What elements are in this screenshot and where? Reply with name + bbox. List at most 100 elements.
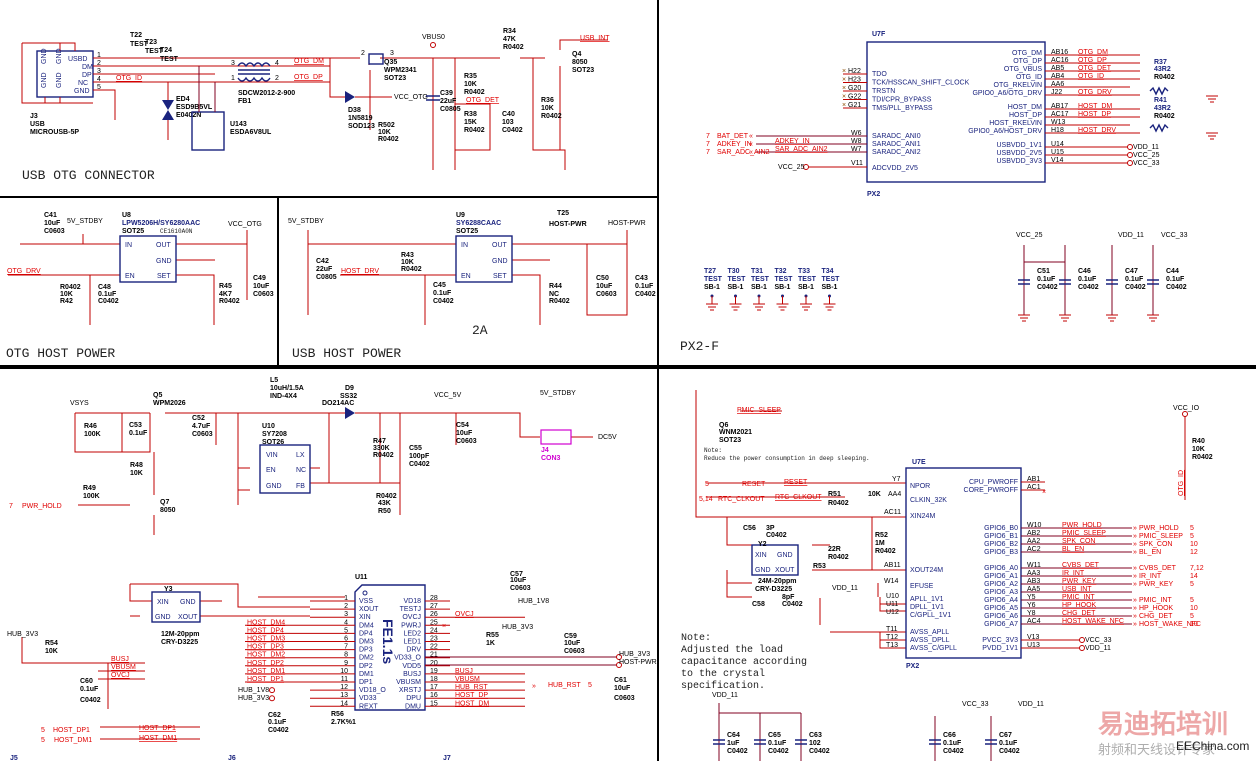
svg-text:specification.: specification. bbox=[681, 680, 765, 692]
svg-text:XOUT: XOUT bbox=[775, 567, 795, 574]
power-port-icon bbox=[269, 695, 275, 702]
cap-ref: C47 bbox=[1125, 268, 1138, 275]
u11-host-net: HOST_DP3 bbox=[247, 644, 284, 651]
gpio-net: PMIC_SLEEP bbox=[1062, 530, 1106, 537]
svg-text:1: 1 bbox=[97, 52, 101, 59]
svg-text:WNM2021: WNM2021 bbox=[719, 429, 752, 436]
svg-text:C40: C40 bbox=[502, 111, 515, 118]
svg-text:SDCW2012-2-900: SDCW2012-2-900 bbox=[238, 90, 295, 97]
svg-text:R0402: R0402 bbox=[60, 284, 81, 291]
svg-text:D38: D38 bbox=[348, 107, 361, 114]
svg-text:24M-20ppm: 24M-20ppm bbox=[758, 578, 797, 585]
j3-ref: J3 bbox=[30, 113, 38, 120]
ground-icon bbox=[823, 303, 836, 311]
power-port-icon bbox=[1127, 160, 1133, 166]
ground-icon bbox=[729, 303, 742, 311]
svg-text:U9: U9 bbox=[456, 212, 465, 219]
u11-pin-number: 4 bbox=[344, 619, 348, 626]
svg-text:GND: GND bbox=[180, 599, 196, 606]
usb-ball: AC17 bbox=[1051, 111, 1069, 118]
svg-text:R55: R55 bbox=[486, 632, 499, 639]
power-port-icon bbox=[616, 654, 622, 660]
svg-text:8050: 8050 bbox=[160, 507, 176, 514]
svg-text:RESET: RESET bbox=[784, 479, 808, 486]
testpoint-pkg: SB-1 bbox=[728, 284, 744, 291]
u11-pin-number: 28 bbox=[430, 595, 438, 602]
svg-text:22uF: 22uF bbox=[440, 98, 457, 105]
test-points-t22-t24: T22 TEST T23 TEST T24 TEST bbox=[130, 32, 179, 63]
pwr-5v-stdby: 5V_STDBY bbox=[67, 218, 103, 225]
u11-pin-number: 3 bbox=[344, 611, 348, 618]
svg-text:R0402: R0402 bbox=[875, 548, 896, 555]
capacitor-icon bbox=[929, 739, 941, 745]
svg-text:GND: GND bbox=[155, 614, 171, 621]
u11-pin-name: VSS bbox=[359, 598, 373, 605]
usb-pin-name: OTG_DP bbox=[1013, 58, 1042, 65]
svg-text:5: 5 bbox=[41, 727, 45, 734]
no-connect-icon: × bbox=[842, 94, 846, 101]
svg-text:Q6: Q6 bbox=[719, 422, 728, 429]
ground-icon bbox=[706, 303, 718, 311]
svg-text:R0402: R0402 bbox=[219, 298, 240, 305]
svg-text:10uF: 10uF bbox=[456, 430, 473, 437]
svg-text:CRY-D3225: CRY-D3225 bbox=[755, 586, 792, 593]
capacitor-icon bbox=[985, 739, 997, 745]
svg-text:GND: GND bbox=[56, 72, 63, 88]
pwr-5v-stdby-host: 5V_STDBY bbox=[288, 218, 324, 225]
ground-icon bbox=[753, 303, 765, 311]
u11-right-net: OVCJ bbox=[455, 611, 474, 618]
adc-port-bat-det: BAT_DET bbox=[717, 133, 749, 140]
cap-value: 0.1uF bbox=[1078, 276, 1097, 283]
gpio-page-ref: 12 bbox=[1190, 549, 1198, 556]
svg-text:SOT26: SOT26 bbox=[262, 439, 284, 446]
pll-ball: T12 bbox=[886, 634, 898, 641]
capacitor-icon bbox=[1059, 279, 1071, 285]
usb-ball: AA6 bbox=[1051, 81, 1064, 88]
capacitor-icon bbox=[1018, 279, 1030, 285]
u11-host-net: HOST_DP1 bbox=[247, 676, 284, 683]
svg-text:VDD_11: VDD_11 bbox=[1018, 701, 1044, 708]
u11-right-net: HOST_DM bbox=[455, 700, 489, 707]
u11-pin-number: 13 bbox=[340, 692, 348, 699]
u11-pin-name: XRSTJ bbox=[399, 687, 421, 694]
net-otg-dp: OTG_DP bbox=[294, 74, 323, 81]
gpio-port-ir-int: IR_INT bbox=[1139, 573, 1162, 580]
svg-text:LX: LX bbox=[296, 452, 305, 459]
power-rail-label: VCC_25 bbox=[1016, 232, 1043, 239]
svg-text:GND: GND bbox=[74, 88, 90, 95]
svg-text:VBUSM: VBUSM bbox=[111, 664, 136, 671]
svg-text:C0805: C0805 bbox=[440, 106, 461, 113]
svg-text:XIN24M: XIN24M bbox=[910, 513, 935, 520]
svg-text:R0402: R0402 bbox=[1192, 454, 1213, 461]
svg-text:IN: IN bbox=[125, 242, 132, 249]
gpio-net: BL_EN bbox=[1062, 546, 1084, 553]
off-page-connector-icon: « bbox=[749, 141, 753, 148]
ground-icon bbox=[1018, 314, 1030, 322]
svg-text:R40: R40 bbox=[1192, 438, 1205, 445]
pll-ball: U12 bbox=[886, 609, 899, 616]
no-connect-icon: × bbox=[842, 77, 846, 84]
jtag-pin-name: TDI/CPR_BYPASS bbox=[872, 97, 932, 104]
svg-text:U143: U143 bbox=[230, 121, 247, 128]
fb1-choke-icon bbox=[237, 62, 271, 82]
svg-text:R0402: R0402 bbox=[378, 136, 399, 143]
j3-part: MICROUSB-5P bbox=[30, 129, 79, 136]
svg-text:2.7K%1: 2.7K%1 bbox=[331, 719, 356, 726]
svg-text:R52: R52 bbox=[875, 532, 888, 539]
gpio-pin-name: GPIO6_A3 bbox=[984, 589, 1018, 596]
u11-pin-number: 17 bbox=[430, 684, 438, 691]
no-connect-icon: × bbox=[1042, 489, 1046, 496]
u11-pin-name: XOUT bbox=[359, 606, 379, 613]
svg-text:R37: R37 bbox=[1154, 59, 1167, 66]
usb-ball: AC16 bbox=[1051, 57, 1069, 64]
cap-ref: C63 bbox=[809, 732, 822, 739]
usb-power-net: VDD_11 bbox=[1133, 144, 1159, 151]
u11-pin-number: 15 bbox=[430, 700, 438, 707]
cap-pkg: C0402 bbox=[1125, 284, 1146, 291]
svg-text:8pF: 8pF bbox=[782, 594, 795, 601]
svg-text:R41: R41 bbox=[1154, 97, 1167, 104]
svg-text:8050: 8050 bbox=[572, 59, 588, 66]
power-port-icon bbox=[616, 662, 622, 668]
